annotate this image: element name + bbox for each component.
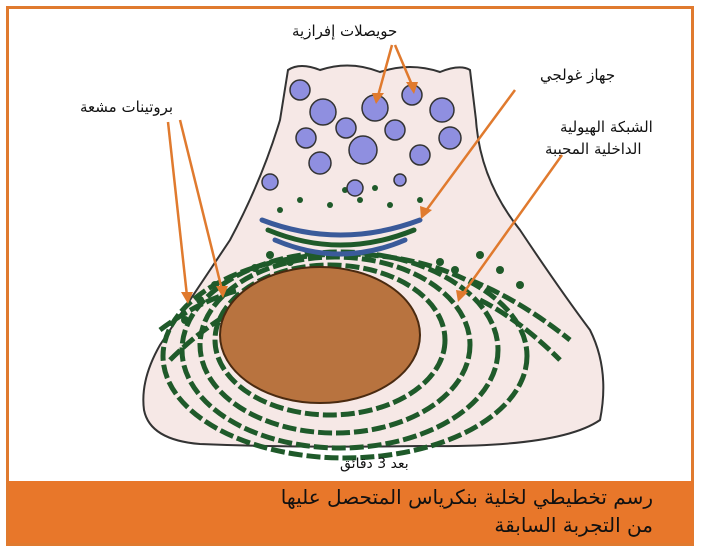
- nucleus: [220, 267, 420, 403]
- caption-bar: رسم تخطيطي لخلية بنكرياس المتحصل عليها م…: [9, 481, 693, 543]
- caption-line2: من التجربة السابقة: [281, 511, 653, 539]
- label-rer-line1: الشبكة الهيولية: [560, 118, 653, 136]
- label-radioactive-proteins: بروتينات مشعة: [80, 98, 173, 116]
- label-time: بعد 3 دقائق: [340, 456, 409, 472]
- label-secretory-vesicles: حويصلات إفرازية: [292, 22, 397, 40]
- caption-line1: رسم تخطيطي لخلية بنكرياس المتحصل عليها: [281, 483, 653, 511]
- label-rer-line2: الداخلية المحببة: [545, 140, 642, 158]
- label-golgi: جهاز غولجي: [540, 66, 615, 84]
- caption-text: رسم تخطيطي لخلية بنكرياس المتحصل عليها م…: [281, 483, 653, 539]
